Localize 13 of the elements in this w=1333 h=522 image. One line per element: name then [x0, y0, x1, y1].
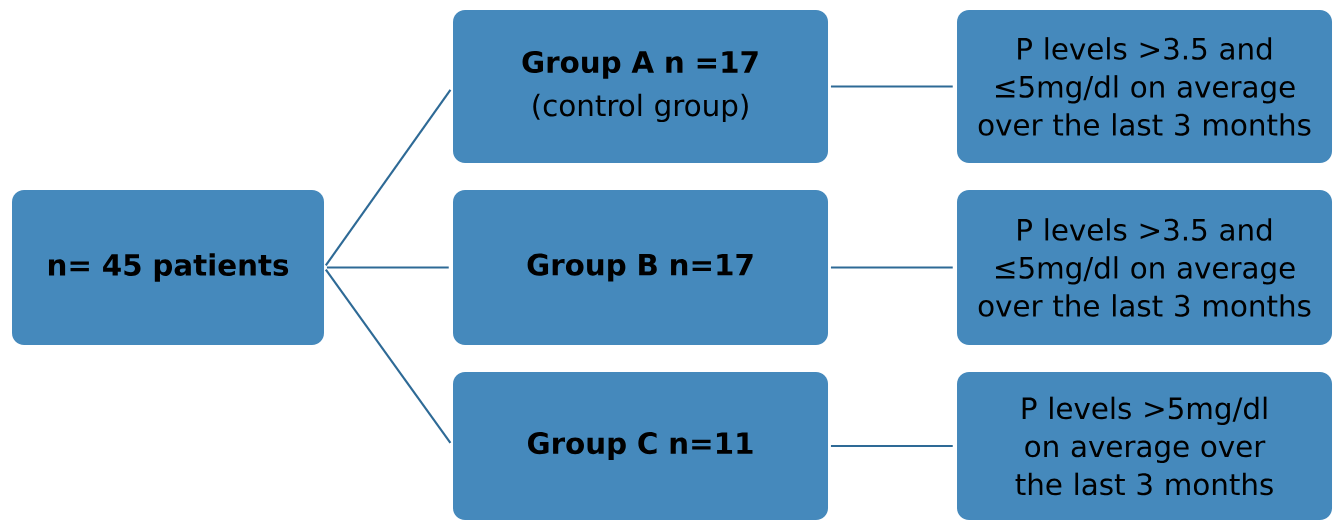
connector-line [830, 85, 953, 88]
criteria-box: P levels >3.5 and ≤5mg/dl on average over the last 3 months [957, 10, 1332, 163]
connector-line [324, 89, 452, 266]
criteria-box: P levels >5mg/dl on average over the last 3 months [957, 372, 1332, 520]
connector-line [326, 266, 449, 269]
criteria-box: P levels >3.5 and ≤5mg/dl on average over the last 3 months [957, 190, 1332, 345]
group-box: Group B n=17 [453, 190, 828, 345]
group-box: Group A n =17 (control group) [453, 10, 828, 163]
start-box: n= 45 patients [12, 190, 324, 345]
group-box: Group C n=11 [453, 372, 828, 520]
connector-line [830, 444, 953, 448]
connector-line [830, 266, 953, 269]
connector-line [324, 269, 452, 444]
